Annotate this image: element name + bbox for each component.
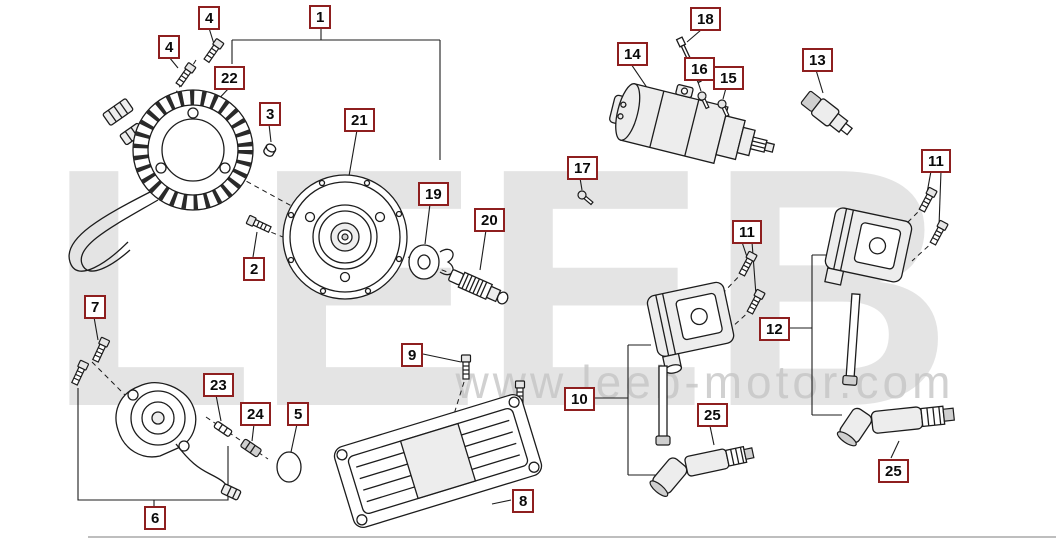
leader-lines: [77, 27, 942, 506]
ignition-coil-right-part: [824, 207, 913, 286]
callout-3[interactable]: 3: [259, 102, 282, 126]
callout-9[interactable]: 9: [401, 343, 424, 367]
callout-4-a[interactable]: 4: [198, 6, 221, 30]
callout-13[interactable]: 13: [802, 48, 833, 72]
callout-16[interactable]: 16: [684, 57, 715, 81]
callout-23[interactable]: 23: [203, 373, 234, 397]
ignition-coil-left-part: [646, 281, 735, 374]
cdi-unit-part: [333, 394, 543, 528]
pickup-coil-part: [115, 382, 242, 501]
o-ring-part: [276, 451, 302, 483]
ht-lead-right: [842, 293, 861, 386]
callout-20[interactable]: 20: [474, 208, 505, 232]
callout-19[interactable]: 19: [418, 182, 449, 206]
callout-7[interactable]: 7: [84, 295, 107, 319]
callout-11-left[interactable]: 11: [732, 220, 762, 244]
callout-18[interactable]: 18: [690, 7, 721, 31]
callout-6[interactable]: 6: [144, 506, 167, 530]
callout-8[interactable]: 8: [512, 489, 535, 513]
callout-21[interactable]: 21: [344, 108, 375, 132]
callout-1[interactable]: 1: [309, 5, 332, 29]
callout-22[interactable]: 22: [214, 66, 245, 90]
spark-plug-cap-left: [649, 445, 755, 497]
flywheel-rotor-part: [282, 174, 408, 300]
starter-shaft-part: [448, 269, 509, 305]
nut-3: [263, 143, 277, 157]
watermark-url: www.leeb-motor.com: [455, 356, 955, 408]
callout-4-b[interactable]: 4: [158, 35, 181, 59]
callout-25-left[interactable]: 25: [697, 403, 728, 427]
ht-lead-left: [655, 365, 671, 446]
bolt-4a: [202, 37, 225, 64]
callout-10[interactable]: 10: [564, 387, 595, 411]
callout-14[interactable]: 14: [617, 42, 648, 66]
callout-5[interactable]: 5: [287, 402, 310, 426]
washer-part: [408, 244, 454, 280]
callout-25-right[interactable]: 25: [878, 459, 909, 483]
bolt-4b: [174, 61, 197, 88]
sleeve-23: [213, 421, 233, 437]
callout-2[interactable]: 2: [243, 257, 266, 281]
callout-12[interactable]: 12: [759, 317, 790, 341]
starter-motor-part: [609, 83, 776, 165]
spark-plug-cap-right: [836, 405, 955, 447]
callout-24[interactable]: 24: [240, 402, 271, 426]
stator-part: [68, 89, 254, 272]
bolt-9a: [460, 354, 472, 380]
sleeve-24: [240, 438, 262, 458]
callout-15[interactable]: 15: [713, 66, 744, 90]
callout-17[interactable]: 17: [567, 156, 598, 180]
sensor-part: [800, 90, 854, 136]
callout-11-right[interactable]: 11: [921, 149, 951, 173]
